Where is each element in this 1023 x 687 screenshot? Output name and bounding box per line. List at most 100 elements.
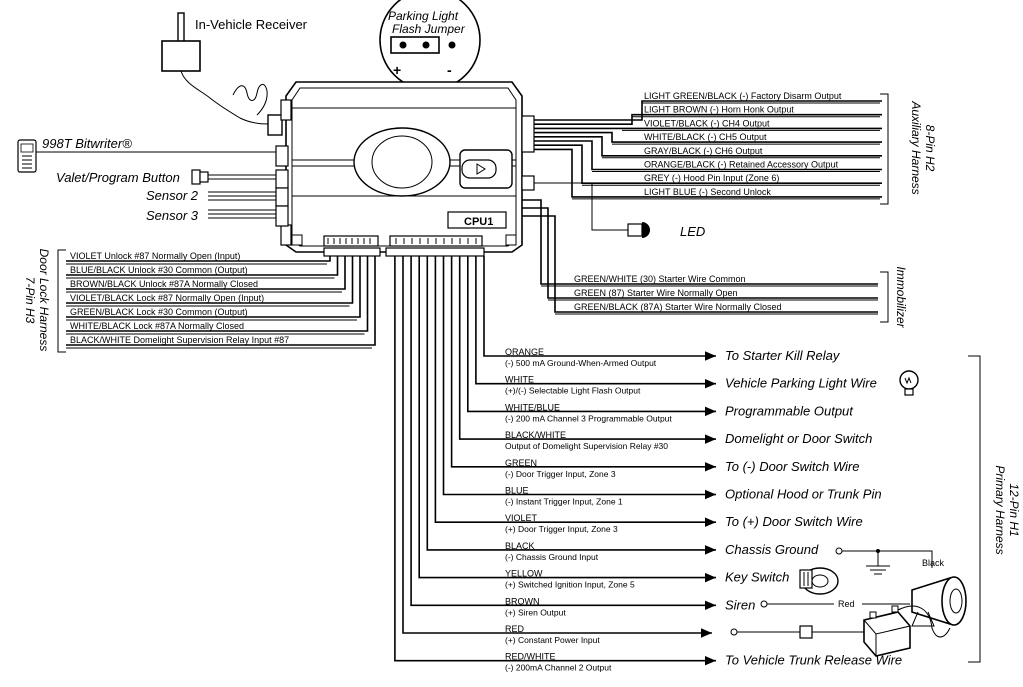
- led-label: LED: [680, 224, 705, 239]
- h3-wire-label: VIOLET Unlock #87 Normally Open (Input): [70, 251, 240, 261]
- h3-wire-line: [66, 256, 339, 276]
- h1-wire-color: WHITE: [505, 375, 534, 385]
- siren-red-label: Red: [838, 599, 855, 609]
- h1-title: 12-Pin H1 Primary Harness: [993, 465, 1021, 554]
- h3-wire-line: [66, 256, 346, 290]
- immobilizer-wire-label: GREEN/BLACK (87A) Starter Wire Normally …: [574, 302, 782, 312]
- h1-wire-color: RED: [505, 624, 525, 634]
- h3-title: 7-Pin H3 Door Lock Harness: [23, 249, 51, 352]
- h2-wire-label: GREY (-) Hood Pin Input (Zone 6): [644, 173, 779, 183]
- immobilizer-wire-label: GREEN (87) Starter Wire Normally Open: [574, 288, 738, 298]
- h1-wire-desc: (+) Constant Power Input: [505, 635, 600, 645]
- led: LED: [534, 182, 705, 239]
- h1-wire-color: YELLOW: [505, 569, 543, 579]
- h1-wire-dest: Optional Hood or Trunk Pin: [725, 487, 882, 502]
- h1-wire-line: [402, 256, 712, 638]
- h1-wire-dest: Vehicle Parking Light Wire: [725, 376, 877, 391]
- immobilizer-harness: GREEN/WHITE (30) Starter Wire CommonGREE…: [522, 199, 889, 323]
- h1-wire-line: [426, 256, 716, 555]
- h1-wire-line: [442, 256, 716, 500]
- h1-wire-color: VIOLET: [505, 513, 538, 523]
- in-vehicle-receiver: In-Vehicle Receiver: [161, 12, 308, 136]
- h1-title-line1: 12-Pin H1: [1007, 483, 1021, 536]
- module-label: CPU1: [464, 216, 493, 228]
- h2-wire-label: LIGHT BROWN (-) Horn Honk Output: [644, 105, 794, 115]
- h1-wire-line: [410, 256, 716, 611]
- h2-bracket: [880, 93, 889, 205]
- h1-wire-desc: (-) 500 mA Ground-When-Armed Output: [505, 358, 657, 368]
- h1-wire-color: WHITE/BLUE: [505, 402, 560, 412]
- h2-wire-line: [534, 144, 882, 184]
- h3-wire-line: [66, 256, 331, 262]
- h1-wire-line: [458, 256, 716, 444]
- h3-wire-label: VIOLET/BLACK Lock #87 Normally Open (Inp…: [70, 293, 264, 303]
- immobilizer-wire-label: GREEN/WHITE (30) Starter Wire Common: [574, 274, 746, 284]
- valet-label: Valet/Program Button: [56, 170, 180, 185]
- h2-title-line1: 8-Pin H2: [923, 125, 937, 172]
- chassis-ground-symbol: Black: [835, 547, 945, 575]
- h1-wire-desc: (-) Instant Trigger Input, Zone 1: [505, 497, 623, 507]
- h2-title-line2: Auxiliary Harness: [909, 100, 923, 194]
- h1-wire-color: BLACK: [505, 541, 535, 551]
- h3-wire-label: GREEN/BLACK Lock #30 Common (Output): [70, 307, 248, 317]
- bitwriter: 998T Bitwriter®: [17, 136, 276, 173]
- h3-bracket: [57, 249, 66, 353]
- h2-wire-label: WHITE/BLACK (-) CH5 Output: [644, 132, 767, 142]
- h1-wire-dest: Key Switch: [725, 570, 789, 585]
- h2-wire-label: VIOLET/BLACK (-) CH4 Output: [644, 118, 770, 128]
- h3-wire-label: BROWN/BLACK Unlock #87A Normally Closed: [70, 279, 258, 289]
- immobilizer-wire-line: [522, 215, 878, 313]
- h1-wire-desc: (-) Door Trigger Input, Zone 3: [505, 469, 616, 479]
- h3-wire-line: [66, 256, 354, 304]
- immobilizer-title: Immobilizer: [894, 266, 908, 328]
- h1-wire-desc: (+) Siren Output: [505, 607, 566, 617]
- h1-wire-color: BLUE: [505, 486, 529, 496]
- h1-wire-dest: To Vehicle Trunk Release Wire: [725, 653, 902, 668]
- h1-wire-dest: To (+) Door Switch Wire: [725, 514, 863, 529]
- h1-wire-desc: (+) Switched Ignition Input, Zone 5: [505, 580, 635, 590]
- jumper-minus: -: [447, 62, 452, 78]
- h1-title-line2: Primary Harness: [993, 465, 1007, 554]
- h3-wire-label: BLACK/WHITE Domelight Supervision Relay …: [70, 335, 289, 345]
- h1-wire-line: [450, 256, 716, 472]
- valet-button: Valet/Program Button: [56, 169, 276, 185]
- h1-wire-dest: Chassis Ground: [725, 542, 819, 557]
- h2-auxiliary-harness: LIGHT GREEN/BLACK (-) Factory Disarm Out…: [534, 91, 889, 205]
- h1-primary-harness: ORANGE(-) 500 mA Ground-When-Armed Outpu…: [394, 256, 981, 673]
- h1-wire-dest: Siren: [725, 597, 755, 612]
- h2-wire-line: [534, 100, 882, 121]
- siren-black-label: Black: [922, 558, 945, 568]
- h1-wire-color: ORANGE: [505, 347, 544, 357]
- control-module: CPU1: [275, 81, 535, 257]
- h1-wire-desc: (-) 200mA Channel 2 Output: [505, 663, 612, 673]
- jumper-plus: +: [393, 62, 401, 78]
- sensor3-label: Sensor 3: [146, 208, 199, 223]
- bulb-icon: [899, 370, 919, 396]
- immobilizer-wire-line: [522, 207, 878, 299]
- h3-wire-line: [66, 256, 361, 318]
- bitwriter-label: 998T Bitwriter®: [42, 136, 132, 151]
- sensor2-label: Sensor 2: [146, 188, 199, 203]
- h1-wire-desc: (-) 200 mA Channel 3 Programmable Output: [505, 413, 672, 423]
- sensor-3: Sensor 3: [146, 208, 276, 223]
- h2-wire-label: LIGHT BLUE (-) Second Unlock: [644, 187, 771, 197]
- key-switch-icon: [799, 567, 839, 595]
- h2-wire-label: GRAY/BLACK (-) CH6 Output: [644, 146, 763, 156]
- h1-wire-line: [467, 256, 716, 417]
- h3-wire-line: [66, 256, 376, 346]
- h2-wire-line: [534, 148, 882, 198]
- sensor-2: Sensor 2: [146, 188, 276, 203]
- immobilizer-title-text: Immobilizer: [894, 266, 908, 328]
- h1-wire-dest: To Starter Kill Relay: [725, 348, 841, 363]
- h2-wire-line: [534, 136, 882, 157]
- h2-wire-label: ORANGE/BLACK (-) Retained Accessory Outp…: [644, 160, 839, 170]
- h3-door-lock-harness: VIOLET Unlock #87 Normally Open (Input) B…: [57, 249, 376, 353]
- h1-wire-color: RED/WHITE: [505, 652, 556, 662]
- siren-icon: Red: [760, 576, 967, 627]
- h3-wire-label: BLUE/BLACK Unlock #30 Common (Output): [70, 265, 248, 275]
- battery-icon: [730, 605, 951, 657]
- h3-wire-label: WHITE/BLACK Lock #87A Normally Closed: [70, 321, 244, 331]
- immobilizer-bracket: [880, 271, 889, 323]
- immobilizer-wire-line: [522, 199, 878, 285]
- h3-title-line2: Door Lock Harness: [37, 249, 51, 352]
